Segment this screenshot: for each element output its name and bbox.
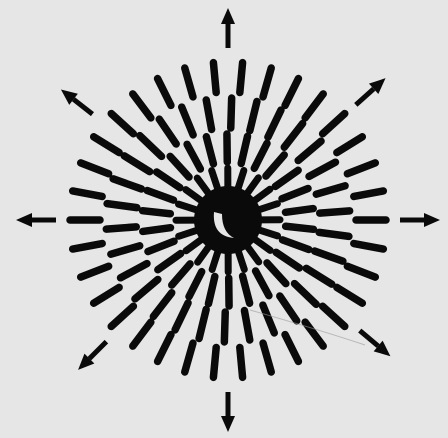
radial-dash — [143, 228, 171, 232]
radial-dash — [320, 211, 350, 213]
radial-dash — [286, 226, 314, 229]
radial-dash — [240, 347, 243, 377]
center-core — [194, 186, 262, 254]
radial-dash — [231, 98, 232, 128]
radial-dash — [224, 312, 225, 342]
core-blob — [194, 186, 262, 254]
radial-dash — [107, 204, 137, 208]
radial-dash — [213, 63, 216, 93]
radial-dash — [319, 232, 349, 236]
radial-dash — [244, 311, 249, 341]
radial-dash — [106, 227, 136, 229]
radial-dash — [206, 100, 211, 130]
radial-dash — [213, 347, 216, 377]
radial-dash — [285, 209, 313, 213]
radial-dash — [240, 63, 243, 93]
radial-dash — [143, 211, 171, 214]
